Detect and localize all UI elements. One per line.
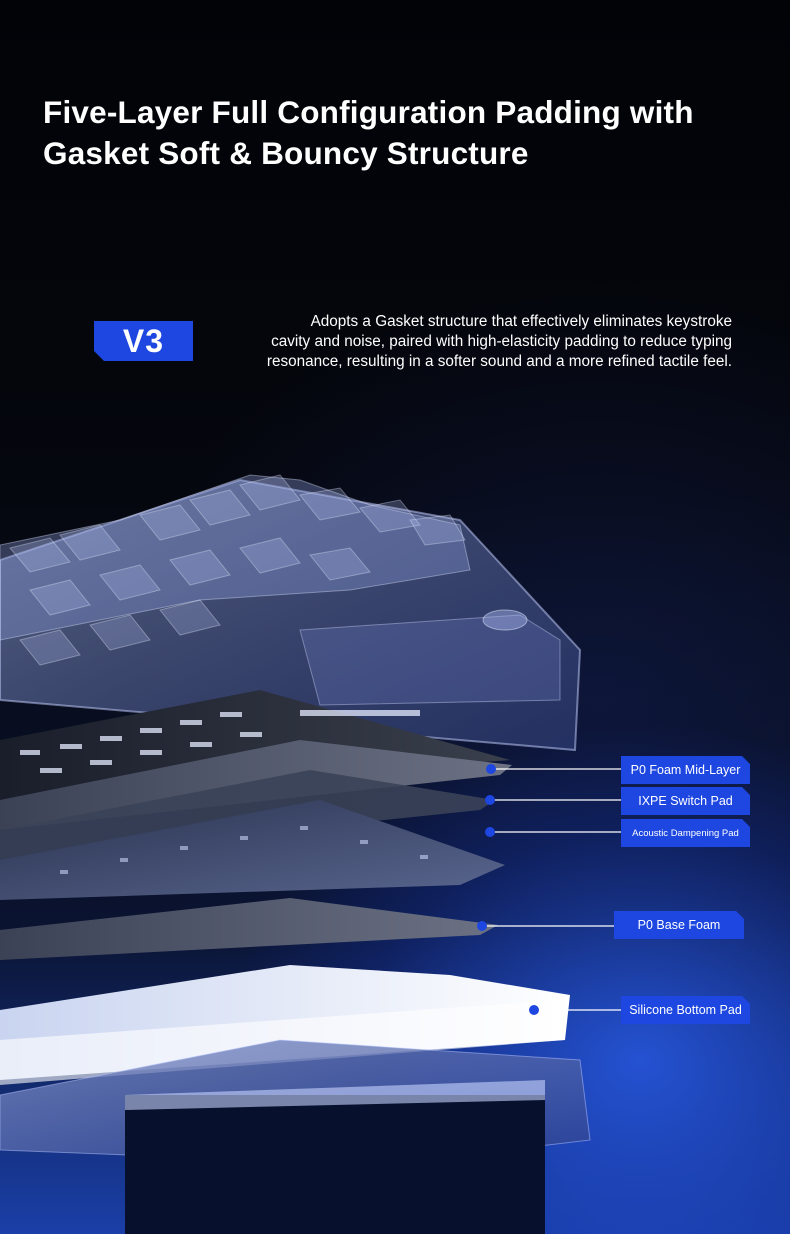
- description: Adopts a Gasket structure that effective…: [220, 312, 732, 372]
- pcb-components: [60, 826, 428, 874]
- callout-leaders: [482, 768, 623, 1011]
- callout-tag-shape: [614, 911, 744, 939]
- callout-label: Silicone Bottom Pad: [629, 1003, 742, 1017]
- transparent-keycaps-layer: [0, 474, 582, 752]
- callout-label: IXPE Switch Pad: [638, 794, 733, 808]
- callout-label: P0 Base Foam: [637, 918, 721, 932]
- description-line-1: Adopts a Gasket structure that effective…: [310, 313, 732, 330]
- callout-label: Acoustic Dampening Pad: [632, 827, 739, 839]
- base-foam-layer: [0, 898, 498, 960]
- pcb-layer: [0, 800, 505, 900]
- callout-ixpe-switch-pad: IXPE Switch Pad: [621, 787, 750, 815]
- title-line-1: Five-Layer Full Configuration Padding wi…: [43, 94, 694, 130]
- callout-tag-shape: [621, 996, 750, 1024]
- plate-layer: [0, 690, 510, 800]
- page-title: Five-Layer Full Configuration Padding wi…: [43, 92, 763, 174]
- callout-tag-shape: [621, 787, 750, 815]
- version-badge: V3: [94, 321, 193, 361]
- callout-tag-shape: [621, 819, 750, 847]
- badge-shape: [94, 321, 193, 361]
- stand-block: [125, 1095, 545, 1234]
- badge-label: V3: [122, 322, 165, 359]
- callout-tag-shape: [621, 756, 750, 784]
- description-line-2: cavity and noise, paired with high-elast…: [271, 333, 732, 350]
- callout-label: P0 Foam Mid-Layer: [630, 763, 741, 777]
- callout-dots: [477, 764, 539, 1015]
- callout-silicone-bottom-pad: Silicone Bottom Pad: [621, 996, 750, 1024]
- description-line-3: resonance, resulting in a softer sound a…: [266, 353, 732, 370]
- callout-acoustic-dampening-pad: Acoustic Dampening Pad: [621, 819, 750, 847]
- callout-p0-foam-mid-layer: P0 Foam Mid-Layer: [621, 756, 750, 784]
- title-line-2: Gasket Soft & Bouncy Structure: [43, 135, 529, 171]
- callout-p0-base-foam: P0 Base Foam: [614, 911, 744, 939]
